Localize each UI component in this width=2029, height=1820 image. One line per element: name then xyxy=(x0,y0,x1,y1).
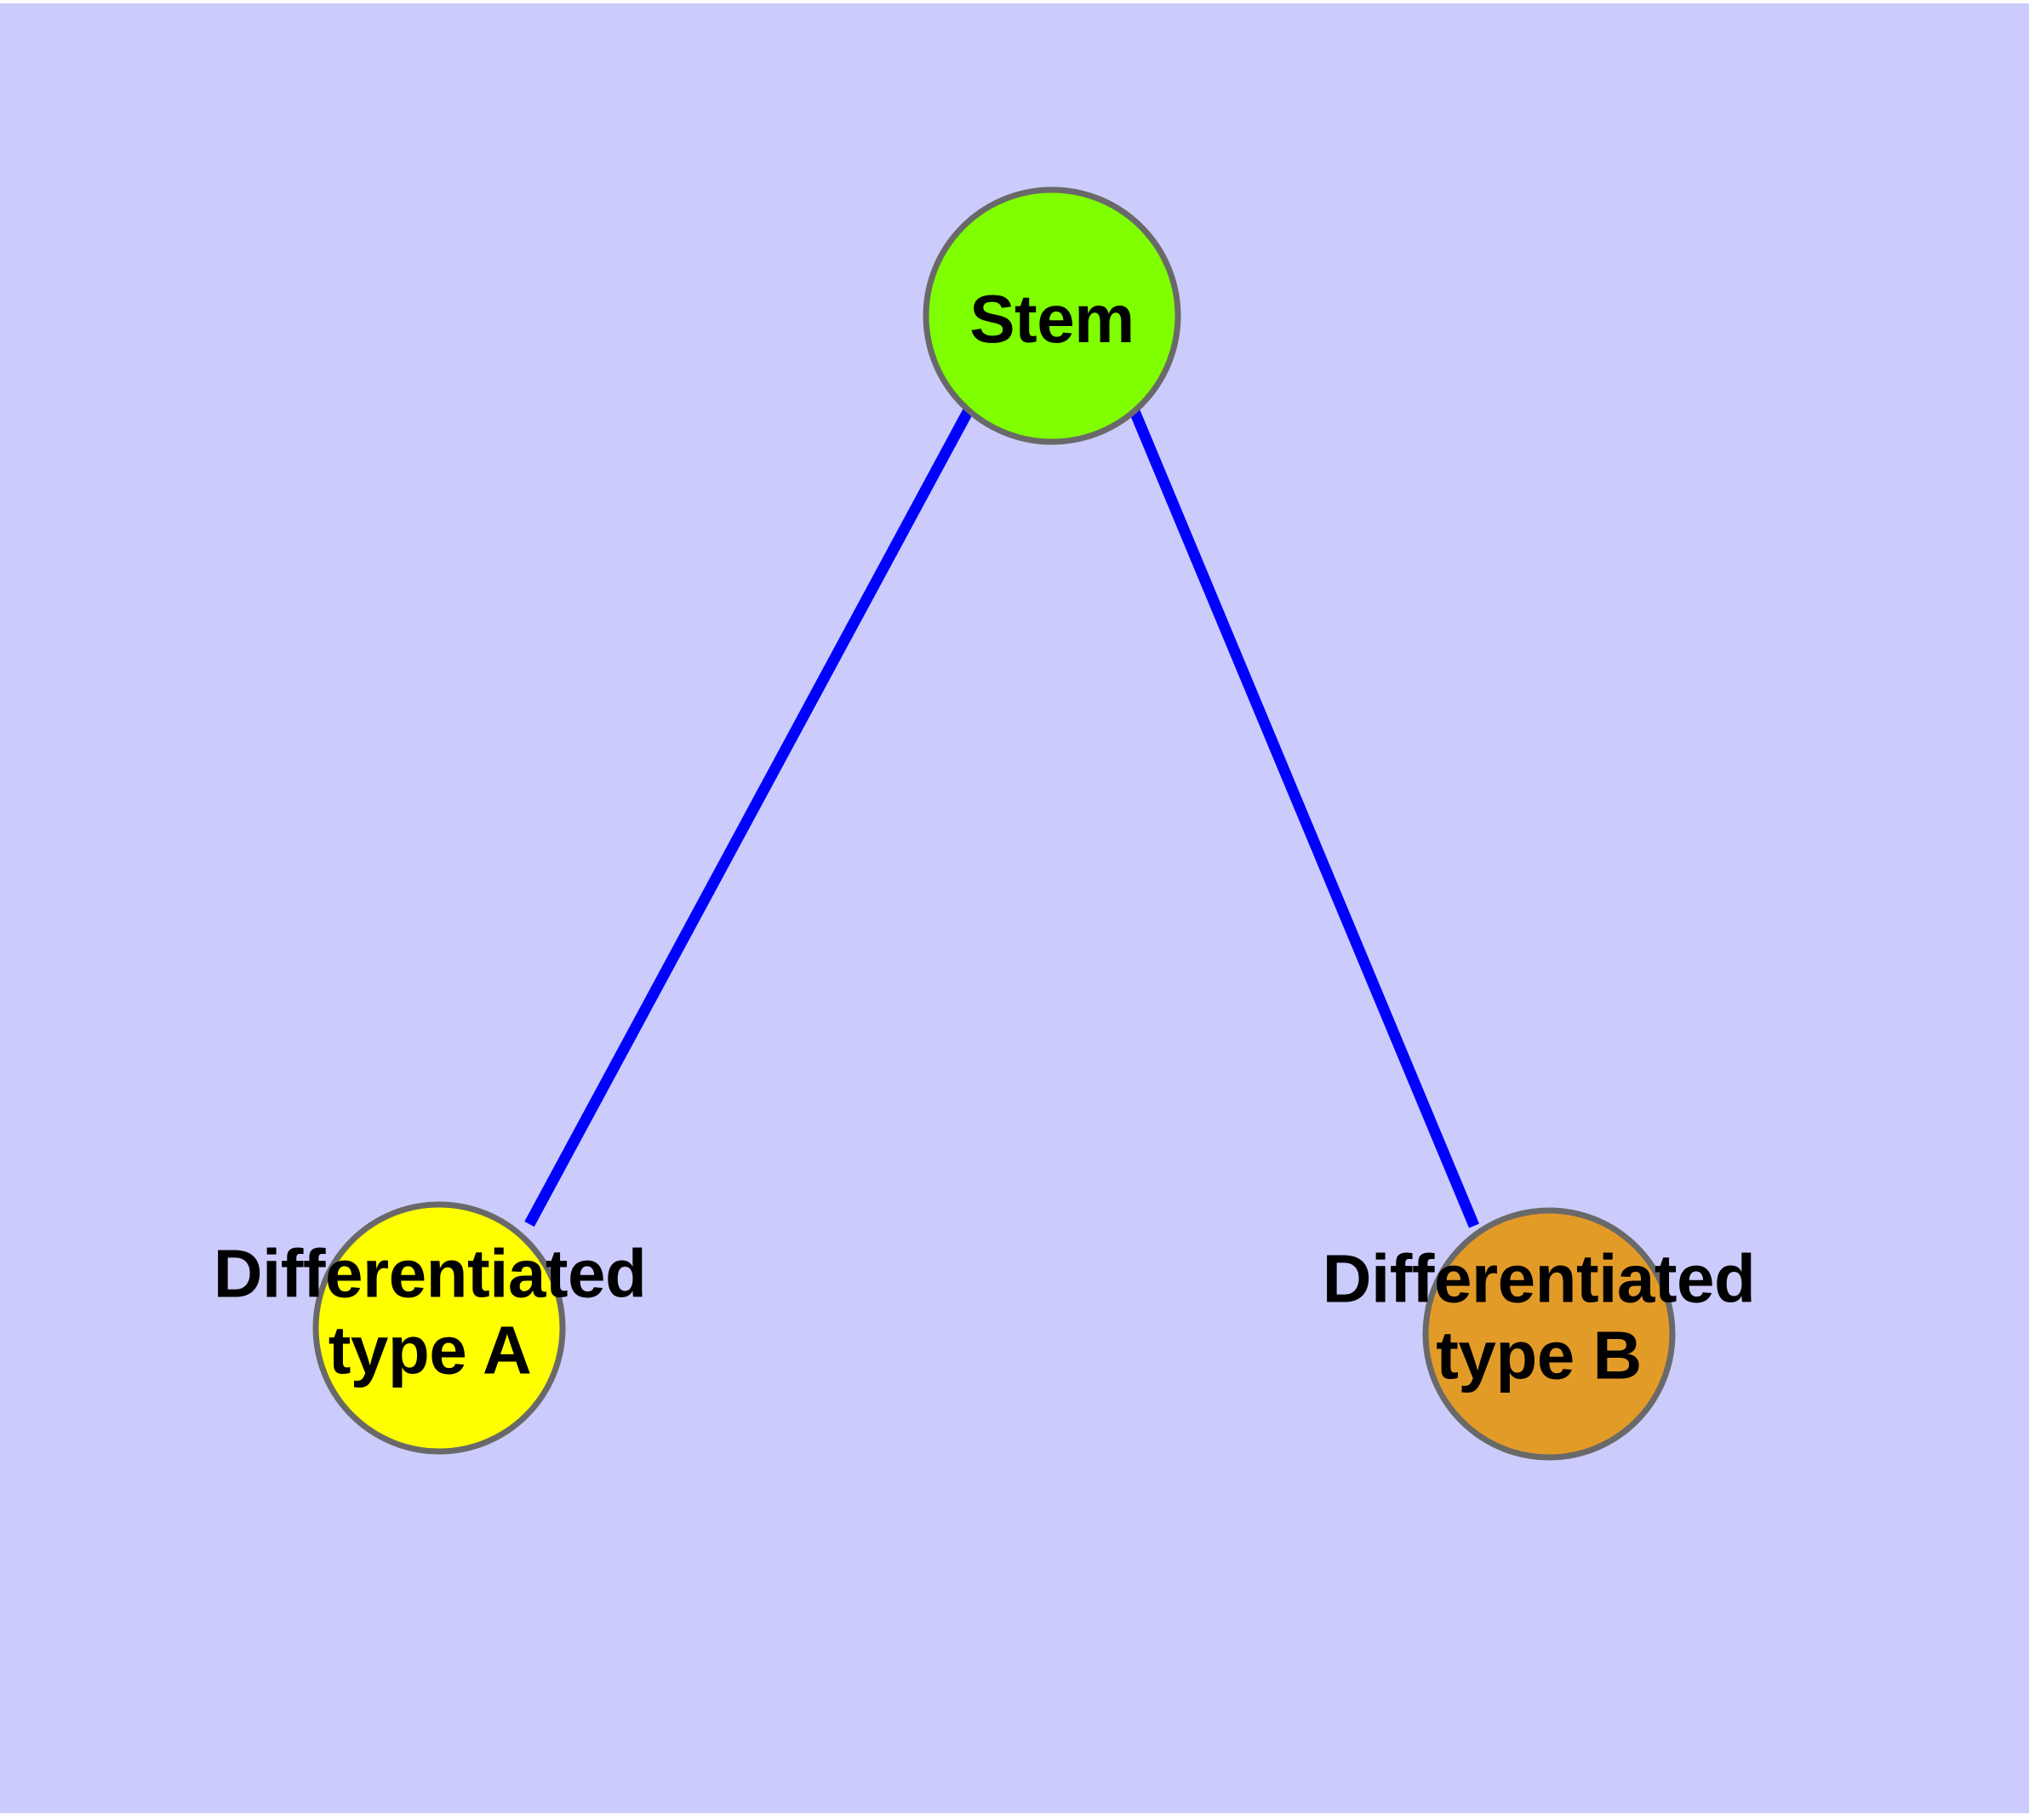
node-differentiated-type-a[interactable] xyxy=(312,1201,566,1455)
node-stem[interactable] xyxy=(923,186,1181,445)
edge-stem-to-diff-b xyxy=(1129,409,1479,1228)
node-differentiated-type-b[interactable] xyxy=(1422,1207,1676,1461)
node-layer xyxy=(312,186,1676,1461)
edge-layer xyxy=(524,407,1479,1228)
edge-stem-to-diff-a xyxy=(524,407,974,1228)
